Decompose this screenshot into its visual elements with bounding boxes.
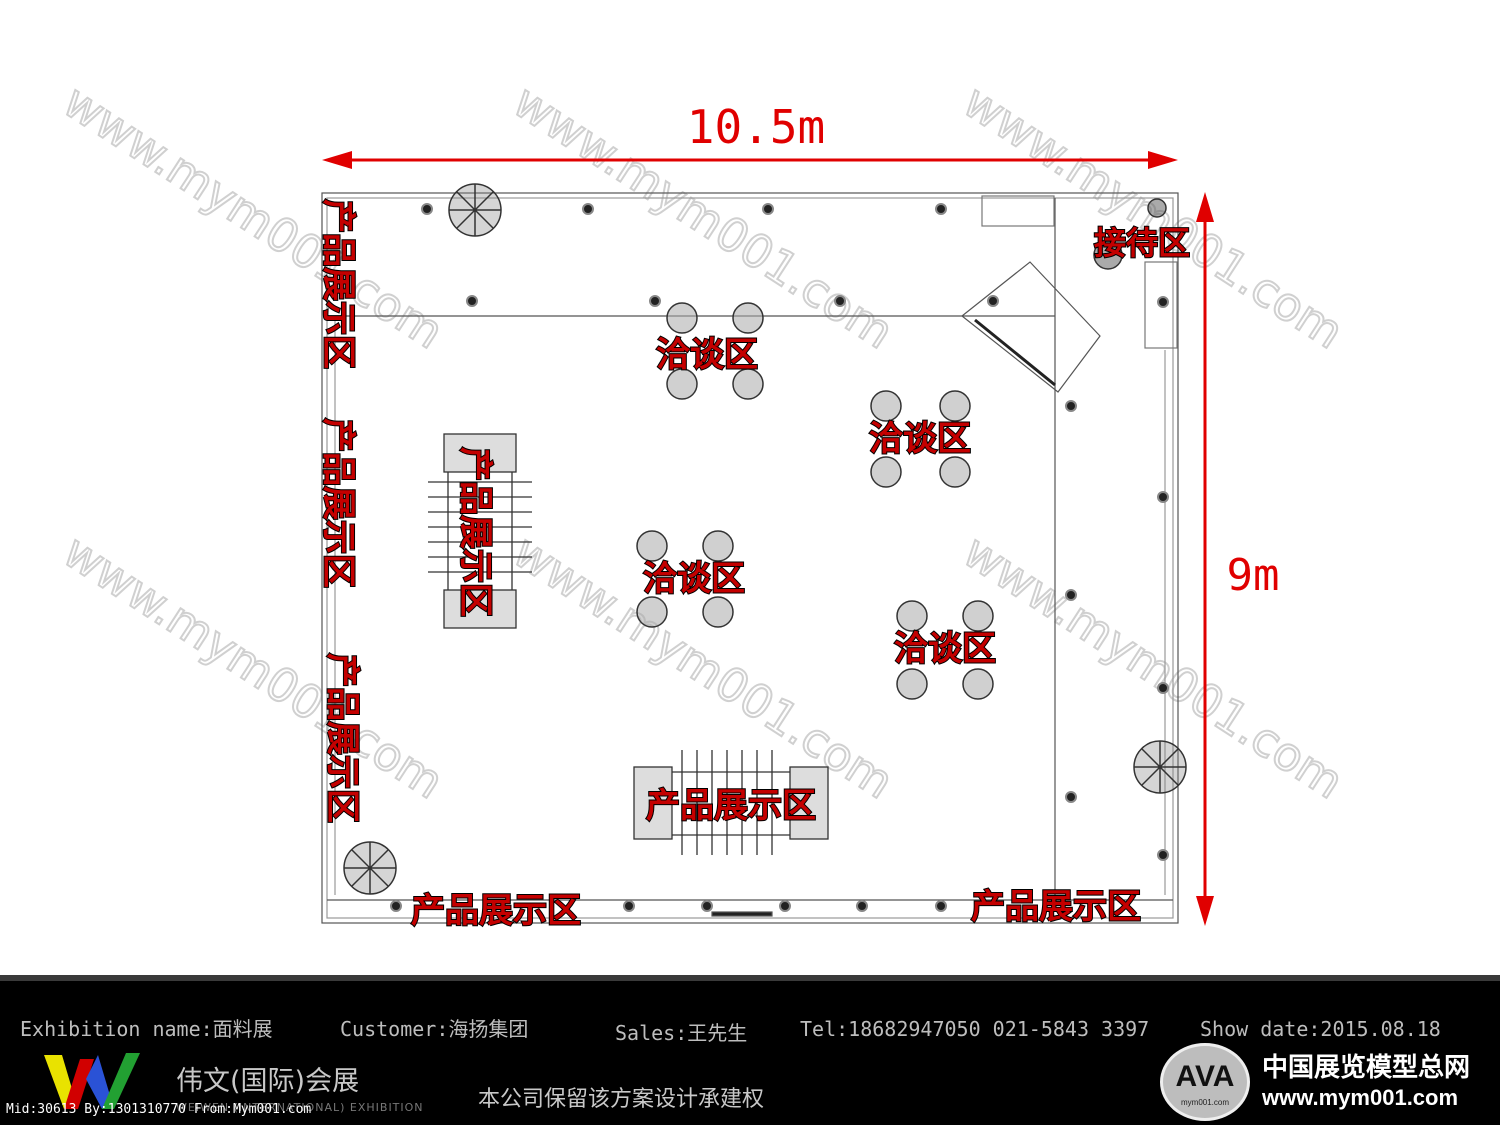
zone-label-negotiation: 洽谈区 <box>643 559 745 599</box>
exhibition-name: Exhibition name:面料展 <box>20 1017 273 1041</box>
depth-dimension: 9m <box>1196 192 1279 926</box>
company-name-en: WEIWEN (INTERNATIONAL) EXHIBITION <box>176 1101 424 1114</box>
zone-label-product-display: 产品展示区 <box>646 786 816 826</box>
info-footer: Exhibition name:面料展 Customer:海扬集团 Sales:… <box>0 975 1500 1125</box>
site-name-cn: 中国展览模型总网 <box>1262 1053 1471 1083</box>
depth-label: 9m <box>1227 550 1280 601</box>
company-name-cn: 伟文(国际)会展 <box>176 1066 360 1097</box>
zone-label-product-display: 产品展示区 <box>411 891 581 931</box>
width-label: 10.5m <box>687 100 825 154</box>
site-logo: AVA mym001.com <box>1160 1043 1250 1121</box>
plant-icon <box>343 841 397 895</box>
zone-label-product-display: 产品展示区 <box>322 653 362 823</box>
sales-contact: Sales:王先生 <box>615 1021 748 1045</box>
zone-label-negotiation: 洽谈区 <box>894 629 996 669</box>
site-url: www.mym001.com <box>1262 1085 1459 1110</box>
chair-set <box>896 600 994 700</box>
rights-statement: 本公司保留该方案设计承建权 <box>478 1087 765 1112</box>
width-dimension: 10.5m <box>322 100 1178 169</box>
customer-name: Customer:海扬集团 <box>340 1017 529 1041</box>
floor-plan: www.mym001.com www.mym001.com www.mym001… <box>53 73 1354 932</box>
plant-icon <box>1133 740 1187 794</box>
watermarks: www.mym001.com www.mym001.com www.mym001… <box>53 73 1354 810</box>
watermark: www.mym001.com <box>54 524 453 809</box>
site-logo-text: AVA <box>1175 1060 1235 1093</box>
site-logo-subtext: mym001.com <box>1180 1098 1229 1107</box>
show-date: Show date:2015.08.18 <box>1200 1017 1441 1041</box>
zone-label-product-display: 产品展示区 <box>318 199 358 369</box>
tel-contact: Tel:18682947050 021-5843 3397 <box>800 1017 1150 1041</box>
zone-label-product-display: 产品展示区 <box>318 418 358 588</box>
zone-label-negotiation: 洽谈区 <box>656 335 758 375</box>
company-logo <box>44 1053 140 1109</box>
zone-label-product-display: 产品展示区 <box>971 887 1141 927</box>
chair-set <box>636 530 734 628</box>
zone-label-negotiation: 洽谈区 <box>869 419 971 459</box>
chair-set <box>870 390 971 488</box>
zone-label-reception: 接待区 <box>1094 224 1190 262</box>
chair-set <box>666 302 764 400</box>
display-rack <box>428 433 532 629</box>
model-id-line: Mid:30613 By:1301310770 From:Mym001.com <box>6 1102 312 1117</box>
display-rack <box>633 750 829 855</box>
spotlights <box>390 203 1169 912</box>
plant-icon <box>448 183 502 237</box>
plant-icon <box>1093 198 1167 270</box>
zone-label-product-display: 产品展示区 <box>455 447 495 617</box>
